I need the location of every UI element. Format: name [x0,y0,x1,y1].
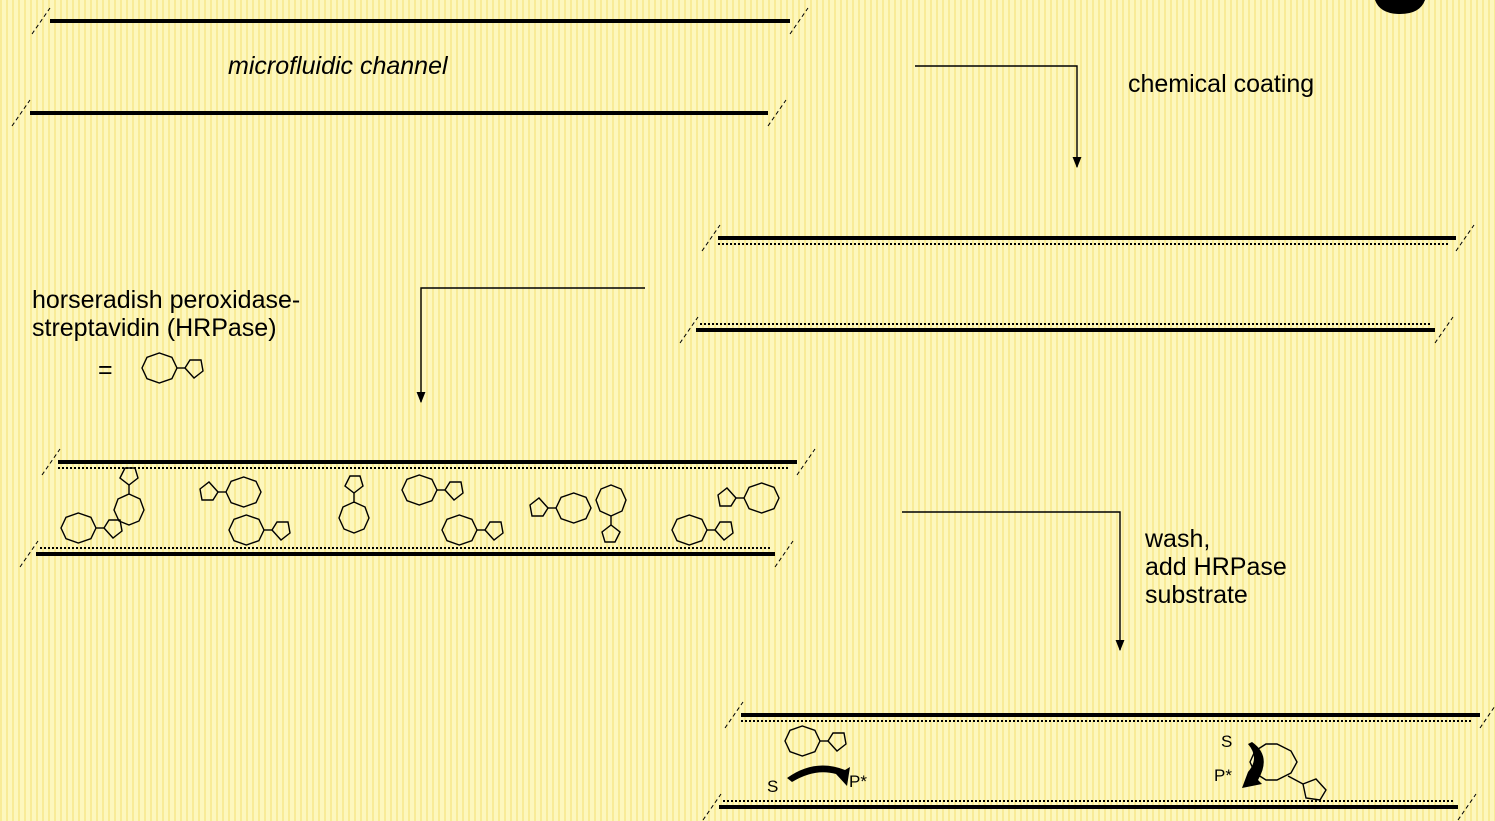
hrpase-name-line2: streptavidin (HRPase) [32,314,277,342]
reaction-arrow-right-icon [1242,742,1264,788]
hrpase-legend-molecule-icon [142,353,203,383]
equals-sign: = [98,356,113,384]
channel-label: microfluidic channel [228,52,448,80]
product-label-left: P* [849,772,867,792]
substrate-label-right: S [1221,732,1232,752]
channel-coated [680,225,1474,343]
channel-bound-hrpase [703,702,1495,820]
channel-with-hrpase [20,449,815,567]
hrpase-molecule-icon [229,515,290,545]
arrow-hrpase [421,288,645,402]
hrpase-molecules [61,468,779,545]
hrpase-molecule-icon [596,485,626,542]
step-chemical-coating-label: chemical coating [1128,70,1314,98]
hrpase-molecule-icon [672,515,733,545]
hrpase-molecule-icon [114,468,144,525]
hrpase-molecule-icon [402,475,463,505]
hrpase-molecule-icon [442,515,503,545]
hrpase-molecule-icon [530,493,591,523]
step-wash-line1: wash, [1145,525,1210,553]
arrow-wash [902,512,1120,650]
hrpase-molecule-icon [61,513,122,543]
reaction-arrow-left-icon [787,766,850,787]
arrow-chemical-coating [915,66,1077,167]
step-wash-line2: add HRPase [1145,553,1287,581]
hrpase-molecule-icon [718,483,779,513]
product-label-right: P* [1214,766,1232,786]
hrpase-name-line1: horseradish peroxidase- [32,286,300,314]
step-wash-line3: substrate [1145,581,1248,609]
hrpase-molecule-icon [339,476,369,533]
bound-hrpase-molecule-left-icon [785,726,846,756]
substrate-label-left: S [767,777,778,797]
partial-circle-shape [1375,0,1425,14]
hrpase-molecule-icon [200,477,261,507]
